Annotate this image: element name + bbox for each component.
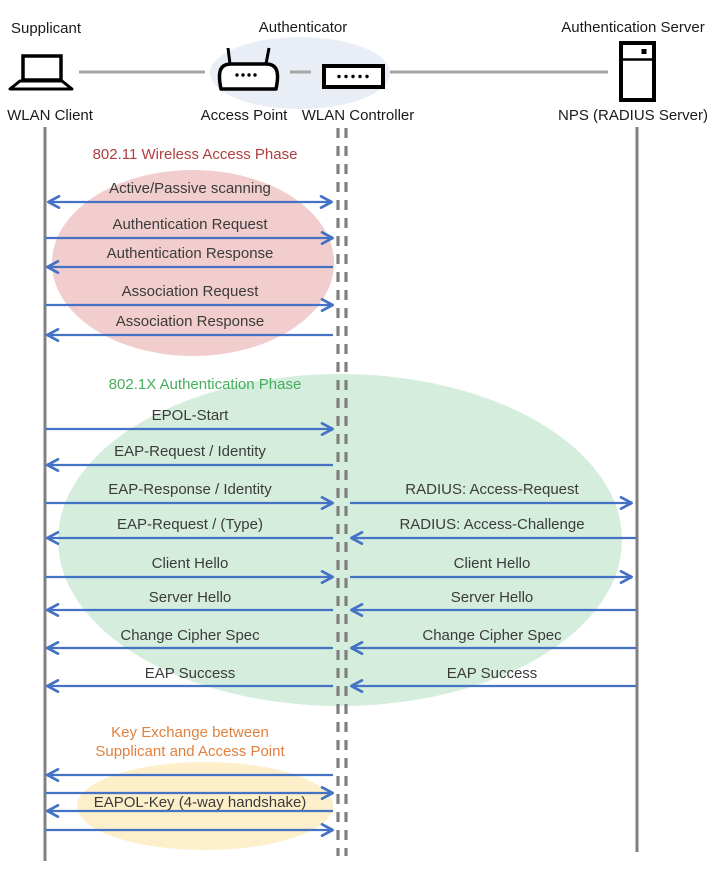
msg-change-cipher-left: Change Cipher Spec: [120, 627, 260, 644]
role-supplicant: Supplicant: [10, 20, 82, 37]
msg-eap-response-identity: EAP-Response / Identity: [108, 481, 272, 498]
device-wlan-controller: WLAN Controller: [301, 107, 415, 124]
key-exchange-arrows: [46, 768, 334, 837]
dot1x-phase-ellipse: [58, 374, 622, 706]
msg-server-hello-right: Server Hello: [450, 589, 534, 606]
device-access-point: Access Point: [200, 107, 288, 124]
role-authenticator: Authenticator: [258, 19, 348, 36]
dot1x-arrows: [46, 422, 636, 693]
phase-title-key-exchange-line1: Key Exchange between: [111, 724, 269, 741]
msg-server-hello-left: Server Hello: [148, 589, 232, 606]
msg-radius-access-request: RADIUS: Access-Request: [405, 481, 579, 498]
role-authentication-server: Authentication Server: [561, 19, 705, 36]
msg-eapol-key: EAPOL-Key (4-way handshake): [93, 794, 307, 811]
phase-title-dot1x: 802.1X Authentication Phase: [108, 376, 302, 393]
msg-client-hello-left: Client Hello: [151, 555, 229, 572]
msg-eap-request-identity: EAP-Request / Identity: [114, 443, 266, 460]
server-icon: [619, 41, 656, 102]
msg-association-response: Association Response: [115, 313, 265, 330]
msg-scanning: Active/Passive scanning: [109, 180, 271, 197]
msg-authentication-request: Authentication Request: [112, 216, 268, 233]
wlan-controller-icon: [322, 64, 385, 89]
msg-authentication-response: Authentication Response: [106, 245, 274, 262]
msg-eap-request-type: EAP-Request / (Type): [117, 516, 263, 533]
device-nps-radius-server: NPS (RADIUS Server): [557, 107, 709, 124]
phase-title-key-exchange: Key Exchange between Supplicant and Acce…: [95, 723, 284, 761]
key-exchange-ellipse: [77, 762, 333, 850]
wireless-access-phase-ellipse: [52, 170, 334, 356]
msg-association-request: Association Request: [121, 283, 259, 300]
phase-title-key-exchange-line2: Supplicant and Access Point: [95, 743, 285, 760]
msg-epol-start: EPOL-Start: [151, 407, 229, 424]
laptop-icon: [8, 54, 74, 91]
lifelines: [43, 127, 639, 861]
msg-radius-access-challenge: RADIUS: Access-Challenge: [399, 516, 585, 533]
wireless-access-arrows: [46, 195, 334, 342]
msg-client-hello-right: Client Hello: [453, 555, 531, 572]
access-point-icon: [217, 47, 280, 91]
phase-title-wireless-access: 802.11 Wireless Access Phase: [92, 146, 298, 163]
msg-eap-success-left: EAP Success: [144, 665, 236, 682]
msg-eap-success-right: EAP Success: [446, 665, 538, 682]
device-wlan-client: WLAN Client: [7, 107, 93, 124]
msg-change-cipher-right: Change Cipher Spec: [422, 627, 562, 644]
